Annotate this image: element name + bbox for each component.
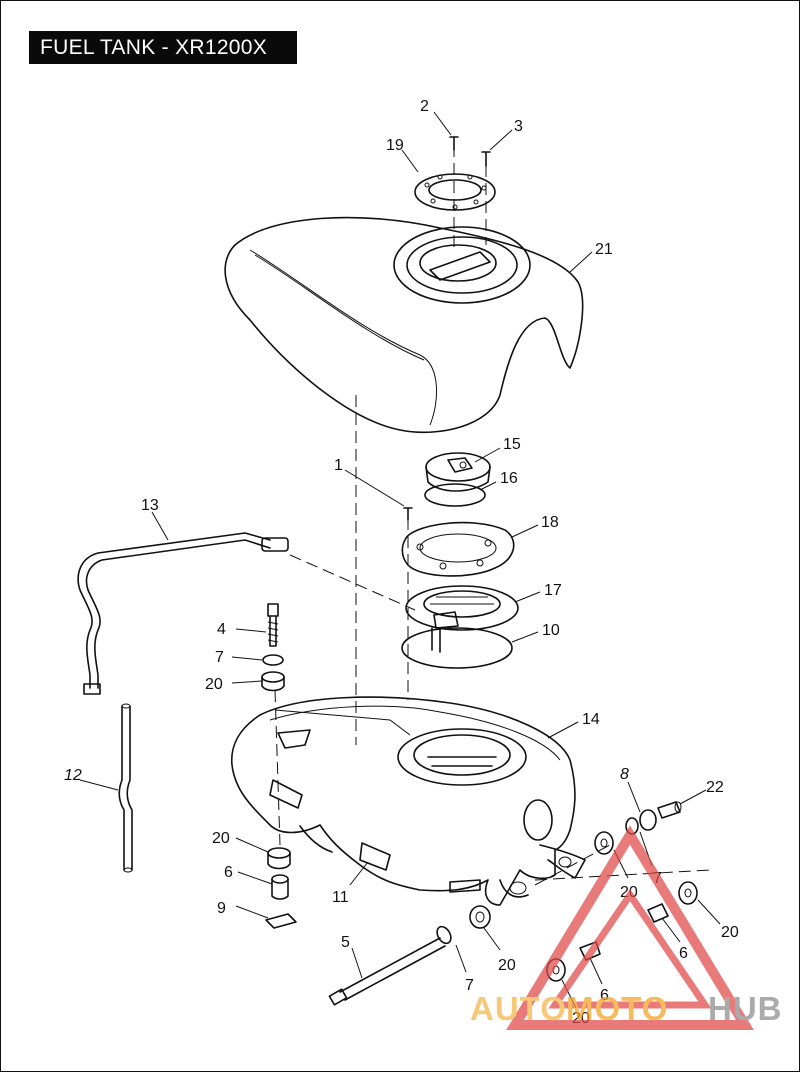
callout-8: 8 — [620, 766, 629, 783]
bolt-grommet — [469, 905, 491, 929]
callout-6-right: 6 — [679, 945, 688, 962]
leader-lines — [79, 111, 721, 1009]
bolt-washer — [436, 925, 452, 945]
watermark-text-auto: AUTO — [470, 990, 567, 1027]
front-washer — [262, 654, 284, 666]
callout-1: 1 — [334, 457, 343, 474]
mount-axis-line — [274, 689, 281, 846]
right-grommet-a — [594, 831, 614, 855]
callout-19: 19 — [386, 137, 404, 154]
front-grommet — [261, 671, 285, 692]
callout-21: 21 — [595, 241, 613, 258]
right-axis-line-2 — [534, 844, 611, 886]
long-bolt — [328, 937, 446, 1006]
callout-9: 9 — [217, 900, 226, 917]
callout-20: 20 — [205, 676, 223, 693]
cap-seal — [424, 483, 486, 507]
callout-15: 15 — [503, 436, 521, 453]
front-mount-bolt — [267, 603, 279, 647]
retaining-ring — [401, 521, 515, 577]
callout-14: 14 — [582, 711, 600, 728]
right-axis-line — [534, 869, 711, 881]
callout-20-bolt: 20 — [498, 957, 516, 974]
callout-3: 3 — [514, 118, 523, 135]
right-grommet-upper — [639, 809, 657, 831]
rear-sleeve — [271, 874, 289, 900]
right-sleeve-b — [579, 941, 601, 961]
fuel-pump-flange — [405, 585, 519, 653]
callout-4: 4 — [217, 621, 226, 638]
spacer-22 — [657, 801, 682, 819]
callout-12: 12 — [64, 767, 82, 784]
callout-16: 16 — [500, 470, 518, 487]
callout-5: 5 — [341, 934, 350, 951]
callout-7-bolt: 7 — [465, 977, 474, 994]
watermark-text-moto: MOTO — [566, 990, 668, 1027]
callout-22: 22 — [706, 779, 724, 796]
callout-13: 13 — [141, 497, 159, 514]
fuel-cap — [425, 452, 491, 492]
rear-grommet — [267, 847, 291, 870]
tank-cover — [224, 216, 584, 434]
callout-17: 17 — [544, 582, 562, 599]
right-sleeve-a — [647, 903, 669, 923]
vent-axis-line — [289, 554, 416, 611]
cover-screw — [449, 136, 459, 151]
callout-11: 11 — [332, 889, 349, 906]
callout-6-rear: 6 — [224, 864, 233, 881]
watermark-triangle-inner — [548, 888, 712, 1009]
mount-plate — [265, 913, 297, 929]
watermark-text-hub: HUB — [708, 990, 783, 1027]
callout-7: 7 — [215, 649, 224, 666]
gasket-ring — [414, 173, 496, 211]
drain-hose — [118, 703, 133, 873]
callout-2: 2 — [420, 98, 429, 115]
callout-18: 18 — [541, 514, 559, 531]
watermark-logo: AUTO MOTO HUB — [470, 825, 783, 1030]
callouts: 2 3 19 21 15 1 16 13 18 17 10 4 7 20 14 … — [64, 98, 739, 1027]
ring-screw — [403, 507, 413, 521]
watermark-triangle — [506, 825, 754, 1030]
fuel-tank — [231, 696, 586, 906]
diagram-title: FUEL TANK - XR1200X — [29, 31, 297, 64]
vent-tube — [77, 532, 289, 695]
callout-20-rear: 20 — [212, 830, 230, 847]
right-grommet-b — [678, 881, 698, 905]
pump-oring — [401, 627, 513, 669]
callout-10: 10 — [542, 622, 560, 639]
callout-20-far-right: 20 — [721, 924, 739, 941]
callout-6-low: 6 — [600, 987, 609, 1004]
cover-screw-2 — [481, 151, 491, 167]
